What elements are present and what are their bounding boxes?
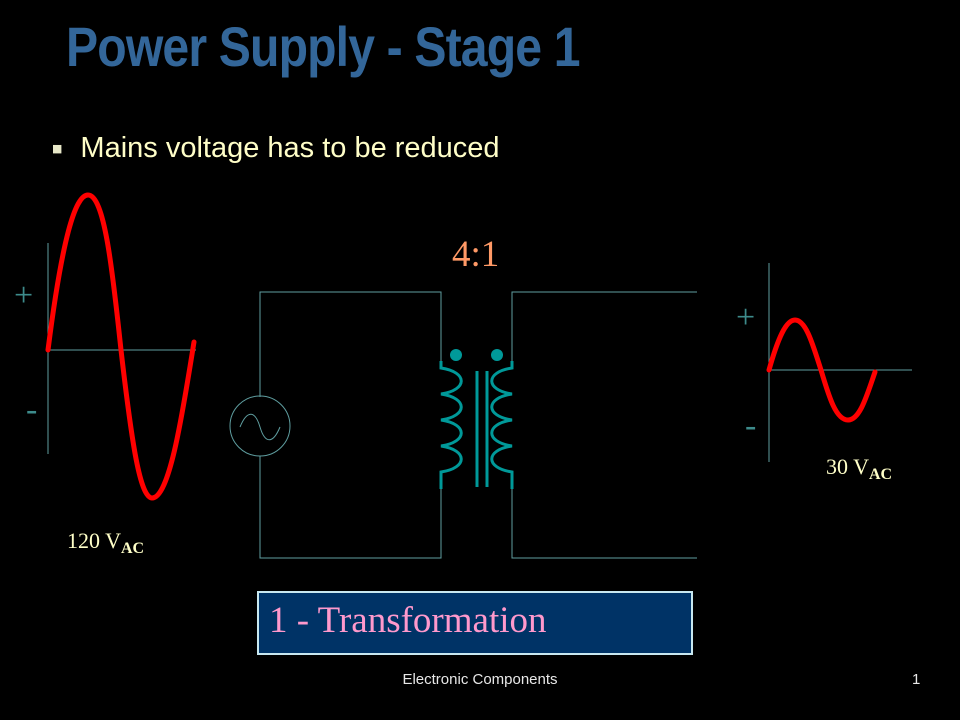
square-bullet-icon: ■ [52, 142, 63, 155]
slide-title: Power Supply - Stage 1 [66, 15, 581, 78]
secondary-coil [490, 361, 514, 489]
primary-top-wire [259, 291, 442, 397]
page-number: 1 [912, 671, 921, 688]
output-plus-label: + [736, 299, 755, 336]
ac-source-icon [229, 395, 291, 457]
input-waveform: + - 120 VAC [14, 192, 197, 557]
stage-caption: 1 - Transformation [269, 600, 547, 641]
input-voltage-label: 120 VAC [67, 528, 144, 557]
output-sine-wave [766, 317, 878, 423]
stage-caption-box: 1 - Transformation [257, 591, 693, 655]
input-minus-label: - [26, 391, 37, 428]
input-sine-wave [45, 192, 197, 501]
primary-coil [439, 361, 463, 489]
primary-bottom-wire [259, 456, 442, 559]
turns-ratio-label: 4:1 [452, 234, 499, 275]
primary-circuit [229, 291, 463, 559]
secondary-circuit [490, 291, 697, 559]
secondary-top-wire [511, 291, 697, 361]
bullet-text: Mains voltage has to be reduced [80, 132, 500, 164]
output-minus-label: - [745, 407, 756, 444]
output-voltage-label: 30 VAC [826, 454, 892, 483]
secondary-polarity-dot [491, 349, 503, 361]
primary-polarity-dot [450, 349, 462, 361]
secondary-bottom-wire [511, 489, 697, 559]
output-waveform: + - 30 VAC [736, 263, 912, 483]
bullet-item: ■ Mains voltage has to be reduced [52, 132, 500, 165]
input-plus-label: + [14, 277, 33, 314]
footer-text: Electronic Components [402, 671, 558, 688]
